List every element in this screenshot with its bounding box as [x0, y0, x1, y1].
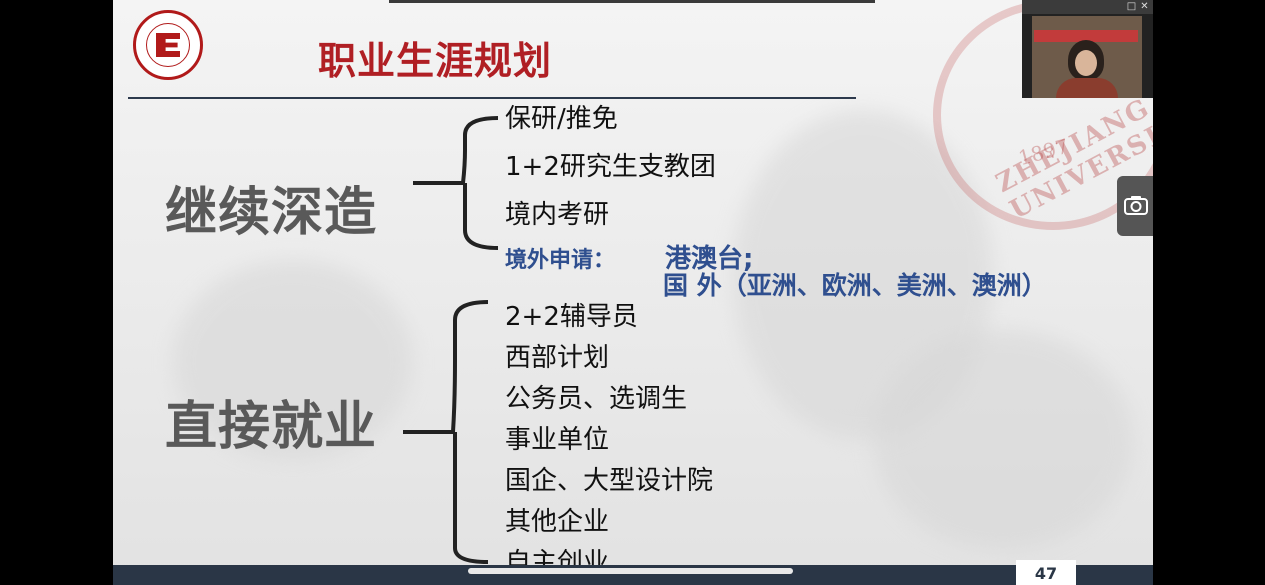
list-item: 1+2研究生支教团 [505, 152, 716, 182]
group-heading-employment: 直接就业 [165, 397, 378, 457]
highlight-line-1: 港澳台; [665, 244, 754, 274]
video-call-window[interactable]: □ ✕ [1022, 0, 1153, 98]
horizontal-scrollbar[interactable] [468, 568, 793, 574]
list-item: 境内考研 [505, 200, 610, 230]
speaker-face [1075, 50, 1097, 76]
background-photo-shape [873, 330, 1133, 550]
university-logo [133, 10, 203, 80]
video-background-banner [1034, 30, 1138, 42]
group-heading-further-study: 继续深造 [165, 183, 378, 243]
list-item: 2+2辅导员 [505, 302, 638, 332]
list-item: 事业单位 [505, 425, 610, 455]
presentation-slide: 职业生涯规划 ZHEJIANG UNIVERSITY 1897 继续深造 保研/… [113, 0, 1153, 585]
screenshot-button[interactable] [1117, 176, 1153, 236]
list-item: 公务员、选调生 [505, 384, 688, 414]
bracket-lines [403, 116, 499, 564]
highlight-line-2: 国 外（亚洲、欧洲、美洲、澳洲） [663, 271, 1047, 300]
slide-title: 职业生涯规划 [318, 39, 553, 83]
page-number: 47 [1016, 560, 1076, 585]
list-item: 保研/推免 [505, 104, 618, 134]
top-toolbar-strip [389, 0, 875, 3]
background-photo-shape [173, 260, 413, 460]
list-item: 国企、大型设计院 [505, 466, 714, 496]
list-item: 其他企业 [505, 507, 610, 537]
speaker-body [1056, 78, 1118, 98]
video-titlebar: □ ✕ [1022, 0, 1153, 14]
list-item: 西部计划 [505, 343, 610, 373]
title-divider [128, 97, 856, 99]
highlight-label: 境外申请： [505, 248, 616, 273]
slide-footer-bar [113, 565, 1153, 585]
camera-icon [1124, 196, 1148, 215]
maximize-icon[interactable]: □ [1126, 1, 1137, 12]
close-icon[interactable]: ✕ [1140, 1, 1149, 12]
